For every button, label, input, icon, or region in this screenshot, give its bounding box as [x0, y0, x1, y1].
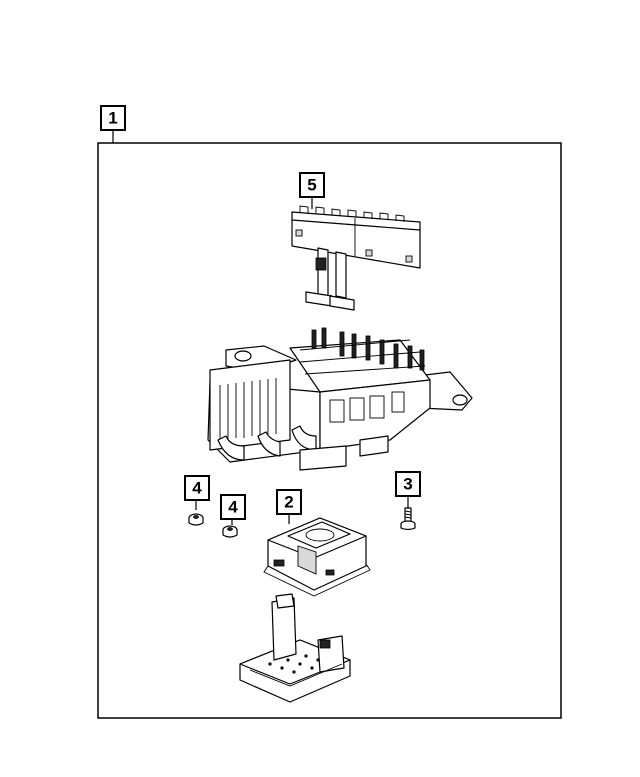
bus-bar-part — [291, 205, 421, 311]
callout-4-right-label: 4 — [228, 498, 238, 517]
fuse-block-housing — [207, 327, 473, 471]
callout-3-label: 3 — [403, 475, 412, 494]
callout-3[interactable]: 3 — [395, 471, 421, 508]
terminal-posts — [311, 327, 425, 371]
callout-5-label: 5 — [307, 176, 316, 195]
assembly-frame — [97, 142, 562, 719]
callout-1-label: 1 — [108, 109, 117, 128]
callout-1[interactable]: 1 — [100, 105, 126, 143]
mounting-tray-part — [239, 593, 351, 703]
bolt-part — [400, 507, 416, 531]
callout-4-right[interactable]: 4 — [220, 494, 246, 525]
callout-5[interactable]: 5 — [299, 172, 325, 209]
callout-2[interactable]: 2 — [276, 489, 302, 524]
nut-left-part — [188, 513, 204, 526]
callout-4-left-label: 4 — [192, 479, 202, 498]
callout-2-label: 2 — [284, 493, 293, 512]
nut-right-part — [222, 525, 238, 538]
callout-4-left[interactable]: 4 — [184, 475, 210, 510]
relay-block-part — [263, 517, 371, 597]
